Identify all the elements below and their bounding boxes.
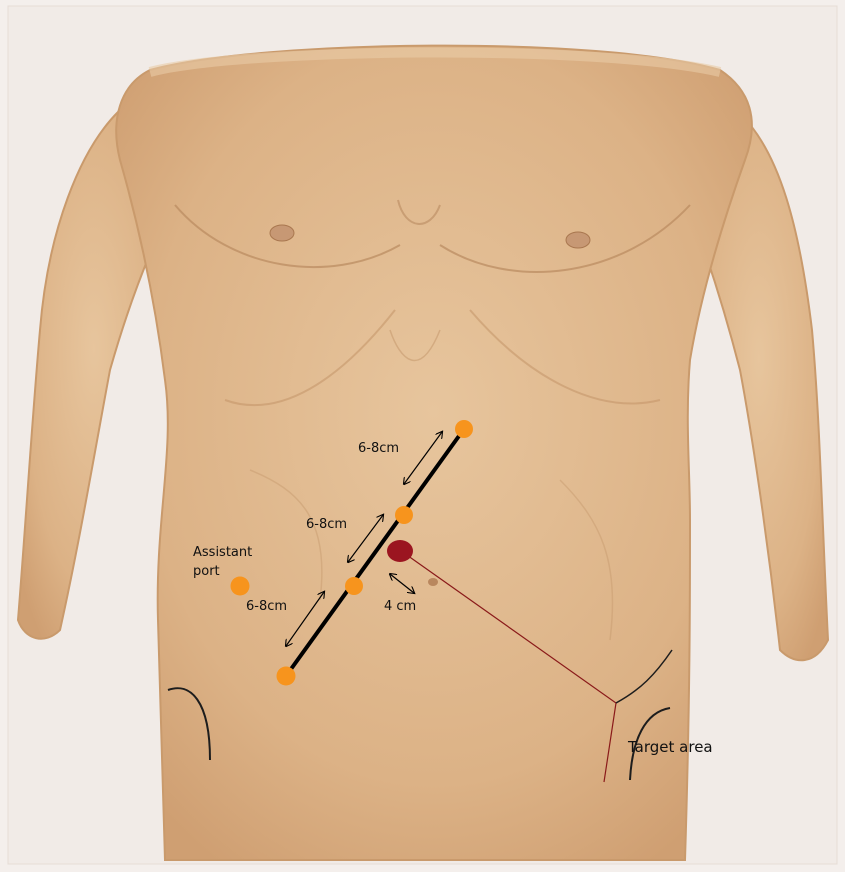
distance-label-bottom: 6-8cm [246,599,287,614]
left-nipple [270,225,294,241]
assistant-port-label-line2: port [193,564,220,579]
assistant-port [231,577,250,596]
port-top [455,420,473,438]
port-lower-middle [345,577,363,595]
assistant-port-label-line1: Assistant [193,545,252,560]
port-bottom [277,667,296,686]
distance-label-middle: 6-8cm [306,517,347,532]
target-marker [387,540,413,562]
distance-label-top: 6-8cm [358,441,399,456]
port-upper-middle [395,506,413,524]
navel [428,578,438,586]
distance-label-target: 4 cm [384,599,416,614]
target-area-label: Target area [627,738,713,756]
right-nipple [566,232,590,248]
